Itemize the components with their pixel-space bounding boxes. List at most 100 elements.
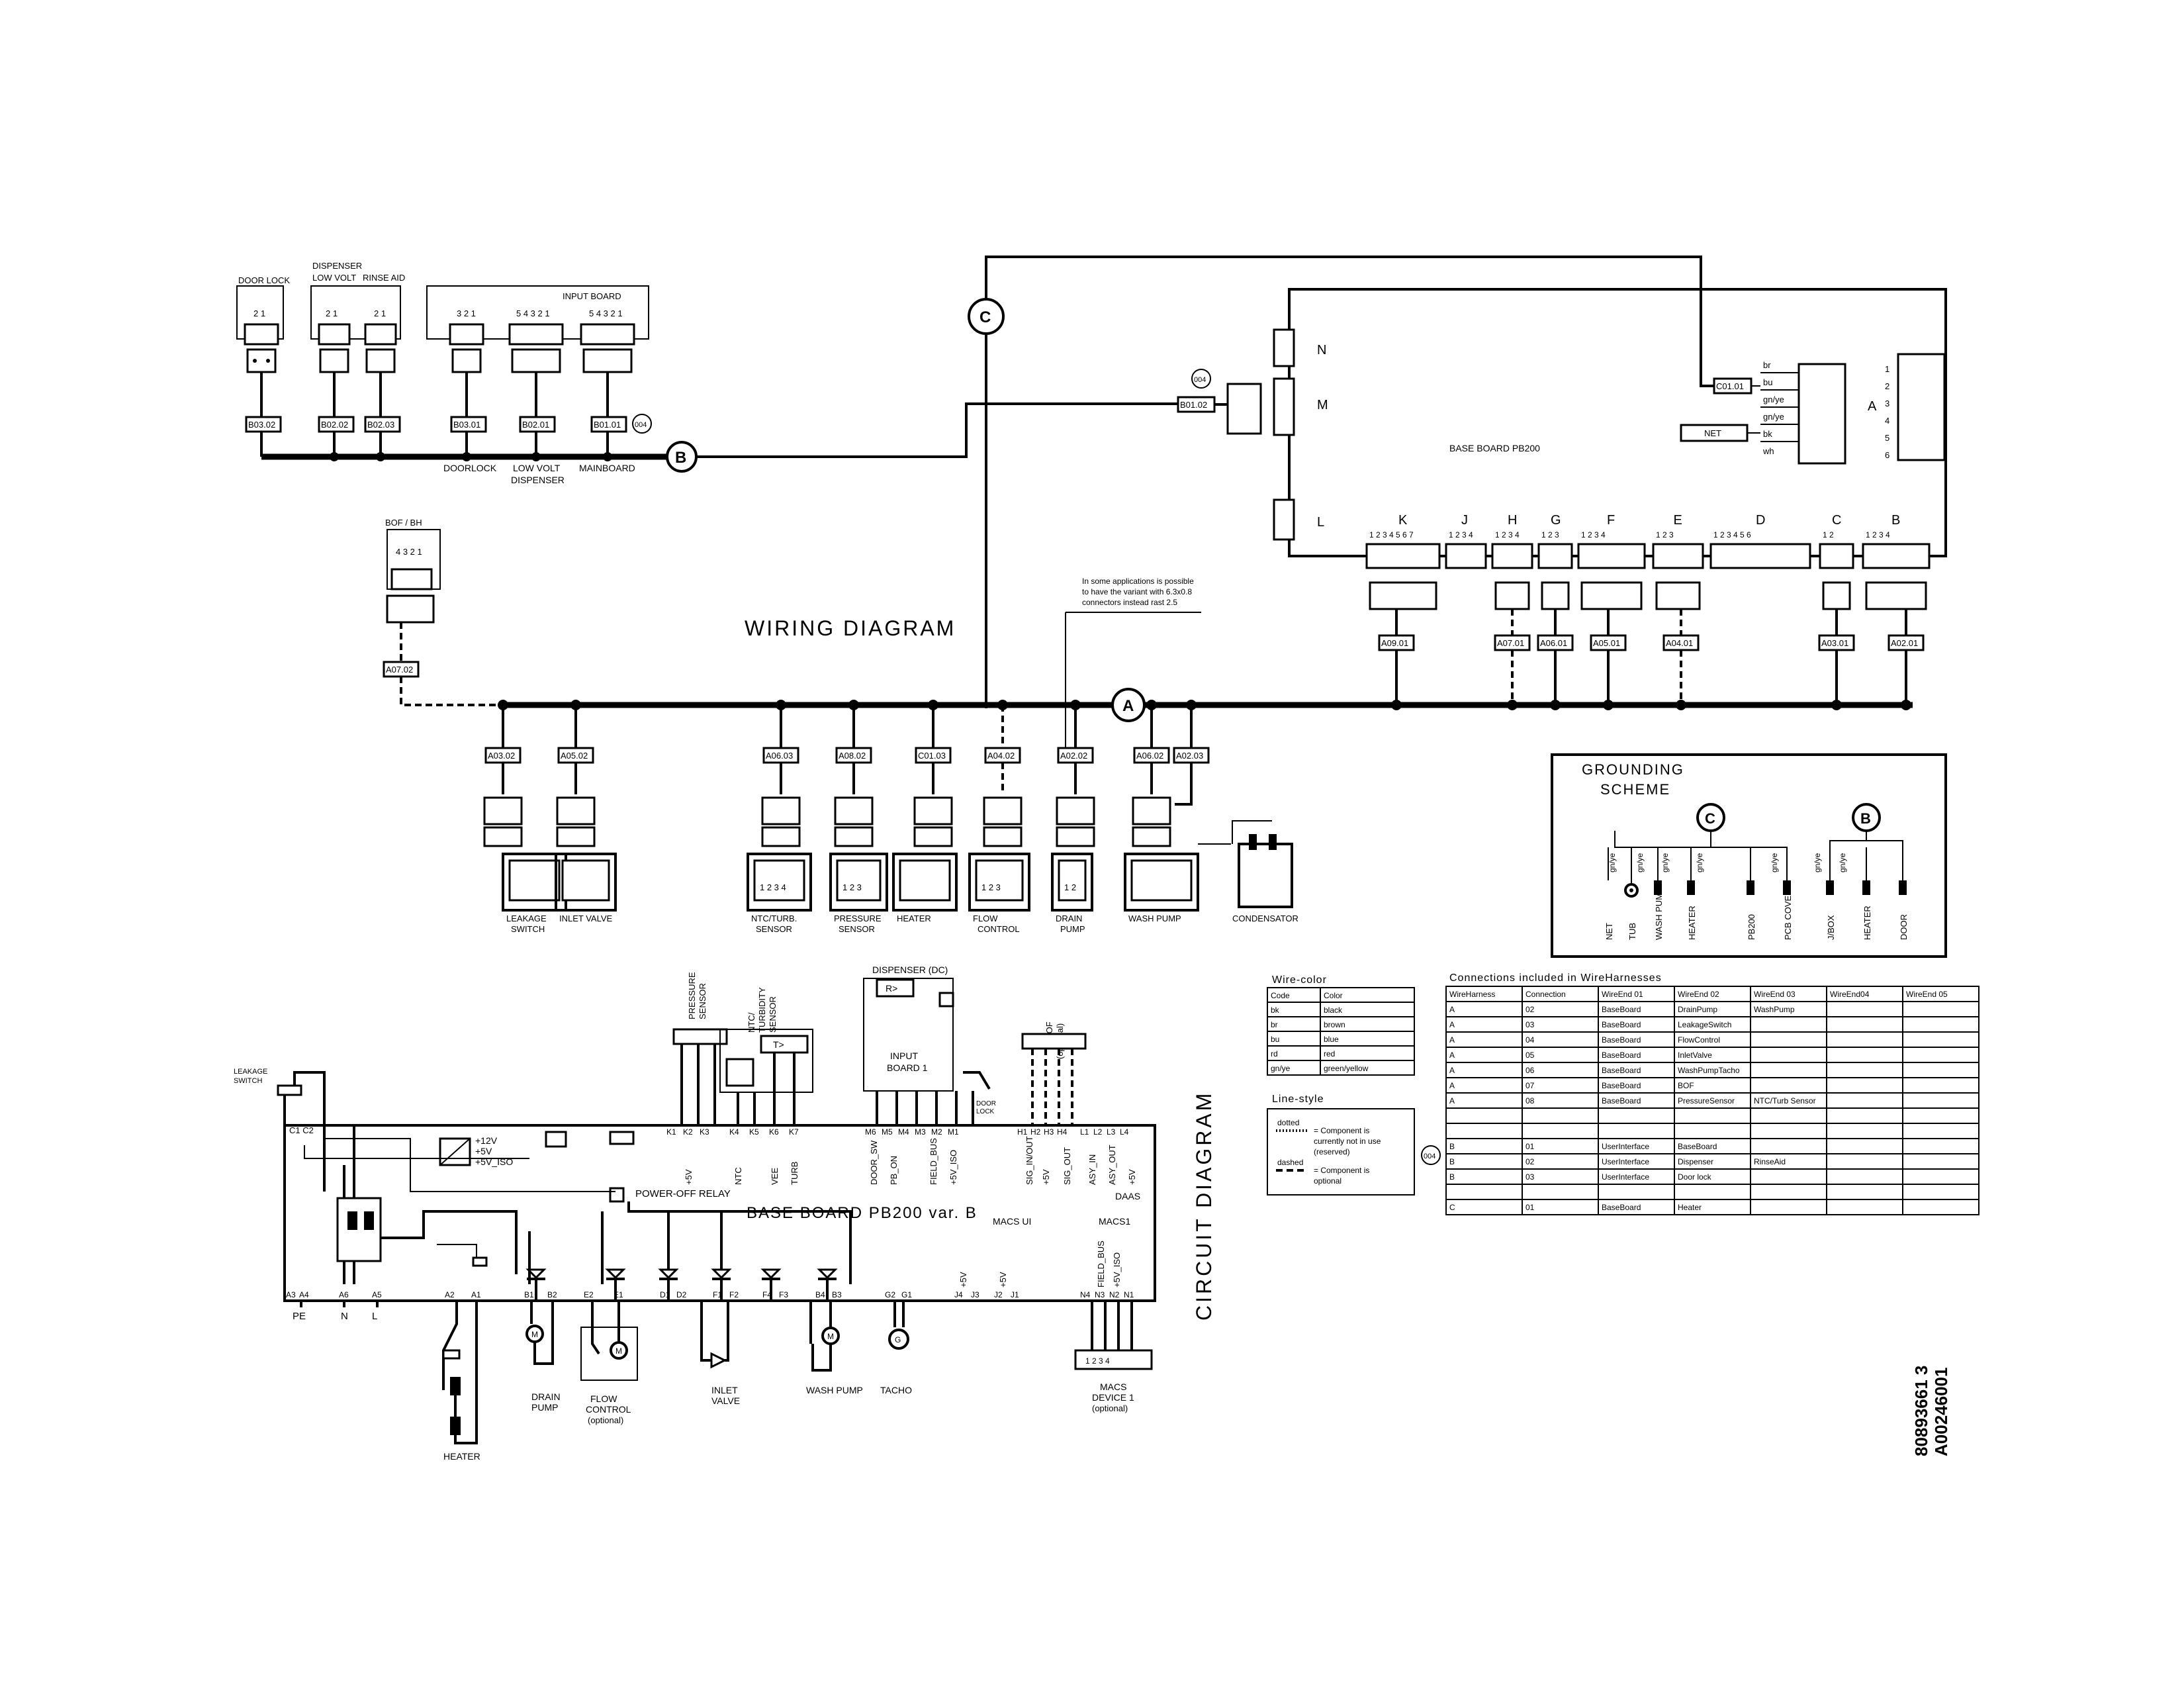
circuit-dispenser: DISPENSER (DC) [872,964,948,975]
bb-connector-letter-d: D [1756,513,1765,528]
circuit-bottom-pin-19: G1 [901,1290,912,1299]
bb-connector-g [1537,543,1573,569]
circuit-pressure-2: SENSOR [698,983,707,1019]
circuit-bottom-pin-21: J3 [971,1290,979,1299]
harness-table: Connections included in WireHarnesses Wi… [1445,972,1979,1215]
input-board-pins-a: 3 2 1 [457,308,476,318]
low-volt-label: LOW VOLT [312,273,356,283]
harness-cell-12-2: UserInterface [1602,1172,1649,1182]
circuit-top-pin-3: K4 [729,1127,739,1137]
circuit-bottom-pin-4: A2 [445,1290,455,1299]
ground-label-1: TUB [1627,923,1637,940]
bb-connector-f [1577,543,1646,569]
grounding-title-1: GROUNDING [1582,761,1684,778]
ground-label-3: HEATER [1687,906,1697,940]
dispenser-frame [310,285,401,340]
bottom-tag-4: C01.03 [918,751,946,761]
bottom-name-5-b: CONTROL [978,924,1020,934]
harness-cell-2-3: LeakageSwitch [1678,1020,1731,1029]
bottom-name-0-b: SWITCH [511,924,545,934]
door-lock-socket [246,348,277,373]
circuit-top-pin-20: L4 [1120,1127,1129,1137]
harness-cell-0-1: Connection [1525,990,1566,999]
wire-cell-4-0: rd [1271,1049,1278,1058]
badge-004-top: 004 [635,421,647,429]
harness-cell-11-1: 02 [1525,1157,1535,1166]
harness-title: Connections included in WireHarnesses [1449,972,1662,984]
flow-m: M [615,1346,622,1356]
bb-connector-e [1652,543,1704,569]
dashed-label: dashed [1277,1158,1303,1167]
circuit-top-pin-8: M5 [882,1127,893,1137]
top-connector-cluster: DOOR LOCK 2 1 DISPENSER LOW VOLT RINSE A… [236,261,1178,485]
circuit-top-signal-10: SIG_OUT [1062,1147,1072,1185]
harness-cell-0-0: WireHarness [1449,990,1495,999]
ground-wire-0: gn/ye [1608,853,1617,872]
tag-c0101: C01.01 [1716,381,1744,391]
circuit-top-pin-10: M3 [915,1127,926,1137]
doc-number-2: A00246001 [1931,1368,1951,1456]
circuit-bottom-signal-0: +5V [958,1272,968,1288]
bottom-name-1-a: INLET VALVE [559,914,613,923]
circuit-top-pin-15: H3 [1044,1127,1054,1137]
tag-a0702: A07.02 [386,665,413,675]
circuit-bottom-pin-24: N4 [1080,1290,1091,1299]
bottom-tag-6: A02.02 [1060,751,1087,761]
circuit-heater: HEATER [443,1451,480,1462]
ground-mark-a-letter: A [1122,697,1134,715]
ground-label-7: HEATER [1862,906,1872,940]
a-pin-5: 5 [1885,433,1889,443]
bb-tag-g: A06.01 [1540,638,1567,648]
base-board-label: BASE BOARD PB200 [1449,443,1540,453]
circuit-pressure-1: PRESSURE [687,972,697,1019]
a-wire-5: bk [1763,429,1772,439]
mainboard-label: MAINBOARD [579,463,635,473]
bottom-tag-3: A08.02 [839,751,866,761]
circuit-top-signal-8: SIG_IN/OUT [1024,1136,1034,1185]
ground-c-wire: C [932,256,1714,748]
bb-connector-pins-g: 1 2 3 [1541,530,1559,539]
wire-cell-2-0: br [1271,1020,1278,1029]
dotted-desc-2: currently not in use [1314,1137,1381,1146]
harness-cell-4-1: 05 [1525,1051,1535,1060]
wire-cell-5-0: gn/ye [1271,1064,1291,1073]
bb-connector-letter-f: F [1607,513,1615,528]
wire-cell-0-0: Code [1271,991,1290,1000]
harness-cell-7-4: NTC/Turb Sensor [1754,1096,1816,1105]
tag-b0301: B03.01 [453,420,480,430]
circuit-bottom-pin-23: J1 [1011,1290,1019,1299]
circuit-bottom-pin-5: A1 [471,1290,481,1299]
dotted-desc-1: = Component is [1314,1126,1369,1135]
harness-cell-4-2: BaseBoard [1602,1051,1641,1060]
a-wire-6: wh [1762,446,1774,456]
variant-note-line-2: to have the variant with 6.3x0.8 [1082,587,1192,596]
bb-connector-pins-j: 1 2 3 4 [1449,530,1473,539]
net-label: NET [1704,428,1721,438]
circuit-r: R> [886,983,897,994]
harness-cell-5-0: A [1449,1066,1455,1075]
dashed-desc-2: optional [1314,1176,1342,1186]
condensator: CONDENSATOR [1198,820,1298,923]
base-board-frame [1288,288,1947,557]
harness-cell-10-1: 01 [1525,1142,1535,1151]
daas-label: DAAS [1115,1191,1140,1201]
circuit-top-pin-14: H2 [1030,1127,1041,1137]
door-lock-plug [244,323,279,346]
circuit-leakage-1: LEAKAGE [234,1068,267,1076]
wire-cell-2-1: brown [1324,1020,1345,1029]
circuit-top-pin-7: M6 [865,1127,876,1137]
a-wire-4: gn/ye [1763,412,1784,422]
input-board-pins-c: 5 4 3 2 1 [589,308,623,318]
bottom-tag-5: A04.02 [987,751,1015,761]
power-off-relay-label: POWER-OFF RELAY [635,1188,731,1199]
circuit-top-signal-1: NTC [733,1167,743,1185]
harness-cell-2-1: 03 [1525,1020,1535,1029]
harness-cell-2-0: A [1449,1020,1455,1029]
ground-mark-b-letter: B [675,449,686,467]
harness-cell-0-2: WireEnd 01 [1602,990,1643,999]
bb-connector-k [1365,543,1441,569]
bb-tag-k: A09.01 [1381,638,1408,648]
harness-cell-14-1: 01 [1525,1203,1535,1212]
